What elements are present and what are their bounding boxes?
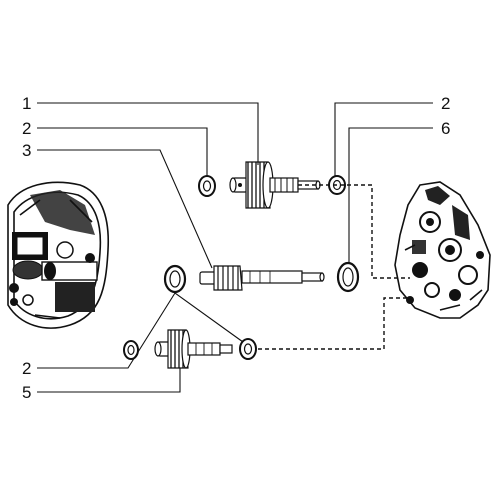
right-gearbox-cover (394, 181, 491, 319)
washer-middle-left (163, 264, 187, 294)
washer-lower-right (239, 338, 257, 360)
callout-2-right: 2 (441, 94, 450, 113)
callout-6: 6 (441, 119, 450, 138)
washer-upper-left (198, 175, 216, 197)
callout-2-lower: 2 (22, 359, 31, 378)
callout-3: 3 (22, 141, 31, 160)
upper-gear-shaft (229, 161, 321, 209)
left-gearbox-housing (7, 181, 110, 329)
callout-2-upper: 2 (22, 119, 31, 138)
leader-lines (37, 102, 433, 393)
lower-gear-shaft (154, 329, 233, 369)
callout-1: 1 (22, 94, 31, 113)
middle-main-shaft (199, 265, 325, 291)
washer-middle-right (336, 261, 360, 293)
washers (123, 175, 360, 360)
assembly-dashed-lines (258, 184, 412, 350)
washer-lower-left (123, 340, 139, 360)
callout-5: 5 (22, 383, 31, 402)
